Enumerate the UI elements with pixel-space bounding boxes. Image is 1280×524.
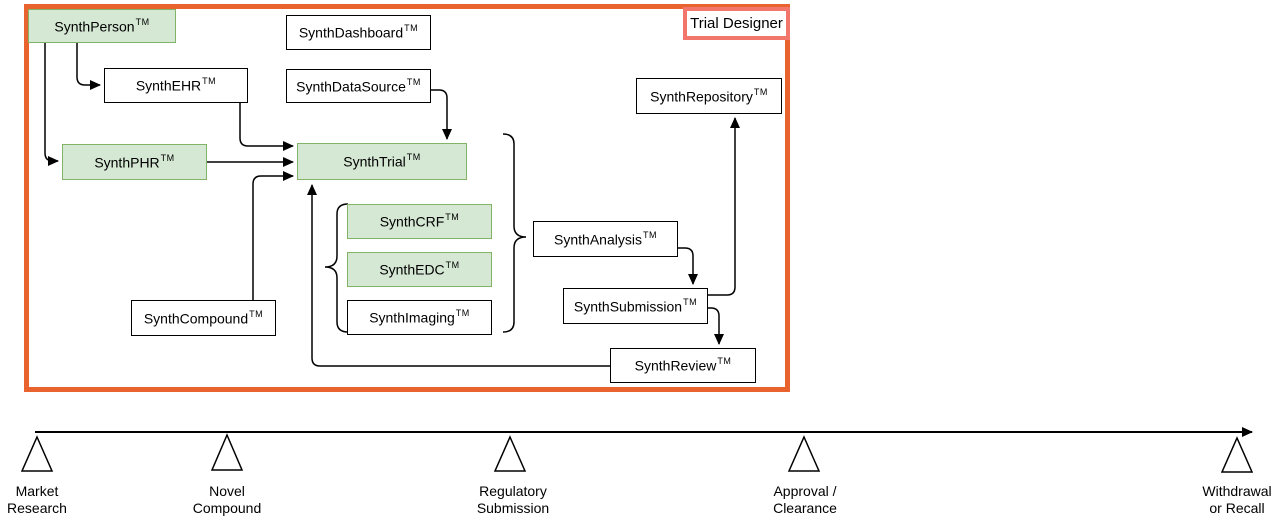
node-synthcompound: SynthCompoundTM [131,300,276,336]
tm-superscript: TM [455,308,470,319]
milestone-label-line: or Recall [1209,500,1265,516]
node-synthperson: SynthPersonTM [28,9,176,43]
tm-superscript: TM [445,260,460,271]
edge-ehr-trial [239,103,294,151]
milestone-label-line: Approval / [773,483,837,499]
node-label: SynthDataSourceTM [296,76,421,95]
node-synthanalysis: SynthAnalysisTM [533,221,678,257]
node-synthcrf: SynthCRFTM [347,204,492,239]
edge-datasource-trial [431,89,452,140]
node-synthphr: SynthPHRTM [62,144,207,180]
tm-superscript: TM [642,229,657,240]
milestone-label-approval-clearance: Approval / Clearance [730,483,880,517]
tm-superscript: TM [753,86,768,97]
edge-submission-review [708,307,724,345]
node-label: SynthAnalysisTM [554,229,657,248]
tm-superscript: TM [406,152,421,163]
milestone-label-line: Research [7,500,67,516]
milestone-marker [493,435,527,472]
node-synthdatasource: SynthDataSourceTM [286,69,431,103]
tm-superscript: TM [406,76,421,87]
tm-superscript: TM [160,152,175,163]
node-label: SynthTrialTM [343,152,421,170]
milestone-marker [787,435,821,472]
milestone-label-withdrawal-recall: Withdrawal or Recall [1162,483,1280,517]
node-label: SynthCRFTM [379,212,460,230]
milestone-marker [20,435,54,472]
trial-designer-label: Trial Designer [683,7,790,40]
tm-superscript: TM [683,296,698,307]
tm-superscript: TM [717,356,732,367]
node-synthdashboard: SynthDashboardTM [286,15,431,50]
tm-superscript: TM [249,308,264,319]
node-label: SynthDashboardTM [298,23,419,41]
milestone-label-line: Submission [476,500,550,516]
edge-review-trial [307,184,610,367]
node-label: SynthCompoundTM [143,308,264,327]
node-synthrepository: SynthRepositoryTM [636,78,782,114]
edge-compound-trial [252,171,294,300]
tm-superscript: TM [404,23,419,34]
node-synthtrial: SynthTrialTM [297,143,467,180]
trial-designer-label-text: Trial Designer [690,15,783,32]
node-label: SynthPHRTM [94,152,175,171]
tm-superscript: TM [202,76,217,87]
node-synthehr: SynthEHRTM [104,68,248,103]
node-label: SynthEHRTM [135,76,217,94]
milestone-marker [1220,436,1254,473]
tm-superscript: TM [445,212,460,223]
milestone-label-market-research: Market Research [0,483,112,517]
milestone-marker [210,433,244,471]
node-synthimaging: SynthImagingTM [347,300,492,335]
timeline-axis [20,427,1254,473]
node-synthsubmission: SynthSubmissionTM [563,288,708,324]
milestone-label-line: Compound [192,500,262,516]
milestone-label-regulatory-submission: Regulatory Submission [438,483,588,517]
milestone-label-novel-compound: Novel Compound [152,483,302,517]
node-label: SynthEDCTM [379,260,460,278]
tm-superscript: TM [135,16,150,27]
node-label: SynthReviewTM [634,356,732,374]
milestone-label-line: Withdrawal [1202,483,1272,499]
edge-submission-repository [708,117,740,296]
node-synthedc: SynthEDCTM [347,252,492,287]
node-label: SynthSubmissionTM [573,296,698,315]
brace-right-analysis-group [502,133,527,333]
node-label: SynthImagingTM [369,308,470,326]
edge-person-ehr [76,43,101,90]
trial-designer-frame [24,4,790,392]
edge-person-phr [44,43,59,166]
milestone-label-line: Clearance [773,500,837,516]
milestone-label-line: Regulatory [479,483,547,499]
milestone-label-line: Market [15,483,59,499]
node-label: SynthRepositoryTM [650,86,768,105]
node-synthreview: SynthReviewTM [610,348,756,383]
milestone-label-line: Novel [209,483,245,499]
brace-left-crf-group [324,203,349,333]
node-label: SynthPersonTM [54,16,150,35]
edge-analysis-submission [678,247,698,285]
